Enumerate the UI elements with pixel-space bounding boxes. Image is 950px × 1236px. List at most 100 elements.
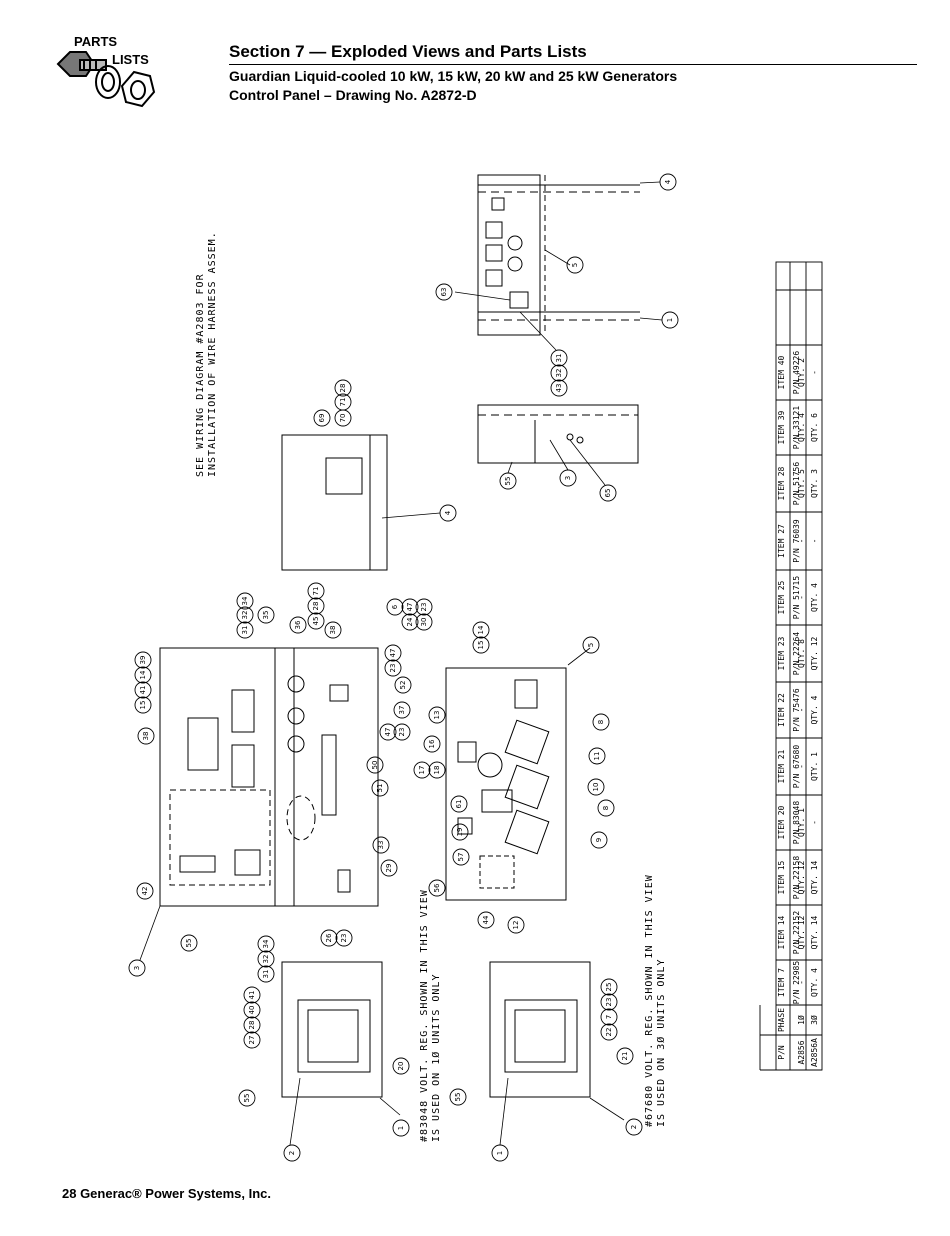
table-cell: - <box>797 764 806 769</box>
callout-number: 2 <box>288 1150 296 1156</box>
callout-number: 71 <box>339 397 347 407</box>
callout-number: 61 <box>455 799 463 809</box>
callout-number: 18 <box>433 765 441 775</box>
callout-number: 9 <box>595 837 603 843</box>
callout-number: 24 <box>406 617 414 627</box>
callout-number: 55 <box>243 1093 251 1103</box>
callout-number: 23 <box>389 663 397 673</box>
callout-number: 29 <box>385 863 393 873</box>
table-cell: QTY. 8 <box>797 639 806 668</box>
table-cell: - <box>810 820 819 825</box>
callout-number: 40 <box>248 1005 256 1015</box>
table-cell: ITEM 25 <box>777 580 786 615</box>
table-cell: A2856 <box>797 1040 806 1065</box>
header-rule <box>229 64 917 65</box>
callout-number: 5 <box>571 262 579 268</box>
callout-number: 39 <box>139 655 147 665</box>
callout-number: 41 <box>248 990 256 1000</box>
table-cell: ITEM 28 <box>777 466 786 501</box>
callout-number: 31 <box>262 969 270 979</box>
table-cell: ITEM 14 <box>777 915 786 950</box>
table-cell: ITEM 27 <box>777 524 786 558</box>
parts-lists-logo-icon <box>56 51 156 108</box>
callout-number: 35 <box>262 610 270 620</box>
page-footer: 28 Generac® Power Systems, Inc. <box>62 1186 272 1201</box>
table-cell: QTY. 5 <box>797 469 806 498</box>
callout-number: 28 <box>312 601 320 611</box>
table-cell: QTY. 12 <box>797 915 806 950</box>
table-cell: ITEM 22 <box>777 693 786 727</box>
callout-number: 8 <box>597 719 605 725</box>
callout-number: 8 <box>602 805 610 811</box>
callout-number: 23 <box>420 602 428 612</box>
callout-number: 22 <box>605 1027 613 1037</box>
table-cell: ITEM 20 <box>777 805 786 840</box>
table-cell: QTY. 3 <box>810 469 819 498</box>
table-cell: QTY. 1 <box>810 752 819 781</box>
callout-number: 23 <box>605 997 613 1007</box>
callout-number: 34 <box>262 939 270 949</box>
table-cell: 3Ø <box>810 1015 819 1025</box>
table-cell: ITEM 40 <box>777 355 786 390</box>
callout-number: 41 <box>139 685 147 695</box>
callout-number: 34 <box>241 596 249 606</box>
callout-number: 14 <box>139 670 147 680</box>
logo-text-lists: LISTS <box>112 52 149 67</box>
callout-number: 1 <box>666 317 674 323</box>
callout-number: 27 <box>248 1035 256 1045</box>
table-cell: QTY. 12 <box>797 860 806 895</box>
callout-number: 51 <box>376 783 384 793</box>
table-cell: ITEM 21 <box>777 749 786 784</box>
callout-number: 17 <box>418 765 426 775</box>
table-cell: QTY. 4 <box>810 583 819 612</box>
table-cell: PHASE <box>777 1007 786 1033</box>
callout-number: 23 <box>398 727 406 737</box>
table-cell: - <box>797 595 806 600</box>
callout-number: 65 <box>604 488 612 498</box>
callout-number: 30 <box>420 617 428 627</box>
callout-number: 2 <box>630 1124 638 1130</box>
table-cell: QTY. 6 <box>810 413 819 442</box>
table-cell: - <box>810 538 819 544</box>
callout-number: 63 <box>440 287 448 297</box>
callout-number: 52 <box>399 680 407 690</box>
callout-number: 5 <box>587 642 595 648</box>
logo-text-parts: PARTS <box>74 34 118 49</box>
callout-number: 70 <box>339 413 347 423</box>
section-title: Section 7 — Exploded Views and Parts Lis… <box>229 42 587 61</box>
table-cell: QTY. 14 <box>810 860 819 895</box>
table-cell: P/N <box>777 1045 786 1060</box>
callout-number: 69 <box>318 413 326 423</box>
callout-number: 42 <box>141 886 149 896</box>
table-cell: ITEM 7 <box>777 968 786 997</box>
callout-number: 25 <box>605 982 613 992</box>
callout-number: 55 <box>504 476 512 486</box>
callout-number: 50 <box>371 760 379 770</box>
callout-number: 71 <box>312 586 320 596</box>
callout-number: 20 <box>397 1061 405 1071</box>
callout-number: 13 <box>433 710 441 720</box>
drawing-title: Control Panel – Drawing No. A2872-D <box>229 87 477 103</box>
table-cell: QTY. 1 <box>797 808 806 837</box>
callout-number: 15 <box>139 700 147 710</box>
table-cell: ITEM 39 <box>777 410 786 445</box>
callout-number: 11 <box>593 751 601 761</box>
callout-number: 32 <box>262 954 270 964</box>
callout-number: 36 <box>294 620 302 630</box>
callout-number: 44 <box>482 915 490 925</box>
callout-number: 38 <box>142 731 150 741</box>
callout-number: 28 <box>248 1020 256 1030</box>
table-cell: A2856A <box>810 1038 819 1067</box>
page-subtitle: Guardian Liquid-cooled 10 kW, 15 kW, 20 … <box>229 68 678 84</box>
callout-number: 1 <box>397 1125 405 1131</box>
callout-number: 55 <box>185 938 193 948</box>
callout-number: 21 <box>621 1051 629 1061</box>
callout-number: 31 <box>241 625 249 635</box>
callout-number: 23 <box>340 933 348 943</box>
callout-number: 1 <box>496 1150 504 1156</box>
table-cell: 1Ø <box>797 1015 806 1025</box>
callout-number: 32 <box>555 368 563 378</box>
callout-number: 16 <box>428 739 436 749</box>
table-cell: QTY. 12 <box>810 636 819 671</box>
